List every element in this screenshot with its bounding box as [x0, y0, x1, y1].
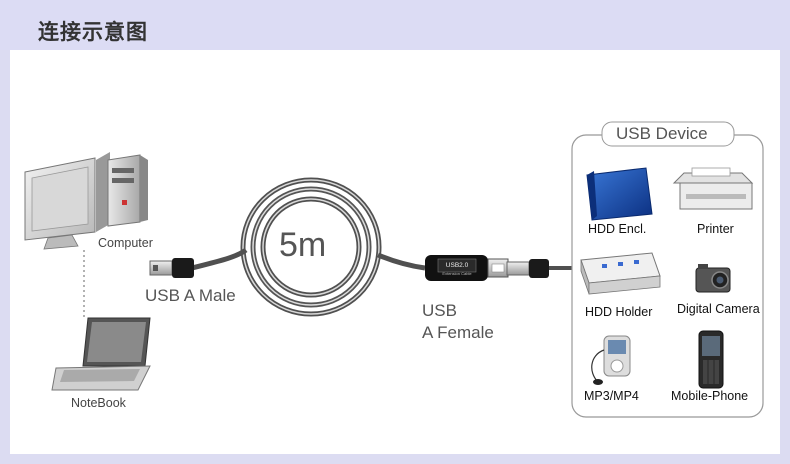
- extension-connector-icon: USB2.0 Extension Cable: [425, 255, 509, 281]
- mobile-phone-icon: [698, 330, 724, 389]
- cable-coil: [191, 177, 426, 317]
- device-label-digital-camera: Digital Camera: [677, 302, 760, 316]
- usb-female-label-line2: A Female: [422, 323, 494, 342]
- cable-length-label: 5m: [279, 226, 327, 264]
- device-label-mp3-mp4: MP3/MP4: [584, 389, 639, 403]
- header-bar: 连接示意图: [0, 0, 790, 50]
- hdd-holder-icon: [580, 252, 661, 295]
- notebook-icon: [51, 317, 151, 391]
- device-label-hdd-holder: HDD Holder: [585, 305, 653, 319]
- usb-female-label-line1: USB: [422, 301, 457, 320]
- usb-a-male-label: USB A Male: [145, 286, 236, 305]
- usb-device-plug-icon: [506, 259, 575, 278]
- computer-icon: [24, 152, 148, 250]
- hdd-enclosure-icon: [586, 167, 653, 221]
- usb-male-plug-icon: [149, 258, 194, 278]
- device-label-hdd-encl: HDD Encl.: [588, 222, 647, 236]
- usb-device-title: USB Device: [616, 124, 708, 143]
- device-label-printer: Printer: [697, 222, 734, 236]
- printer-icon: [672, 167, 754, 210]
- device-label-mobile-phone: Mobile-Phone: [671, 389, 749, 403]
- notebook-label: NoteBook: [71, 396, 126, 410]
- computer-label: Computer: [98, 236, 153, 250]
- mp3-player-icon: [591, 335, 631, 385]
- connector-text: USB2.0: [446, 262, 469, 269]
- digital-camera-icon: [695, 264, 731, 293]
- connector-subtext: Extension Cable: [442, 271, 472, 276]
- usb-device-title-frame: [601, 121, 735, 147]
- page-title: 连接示意图: [38, 20, 148, 44]
